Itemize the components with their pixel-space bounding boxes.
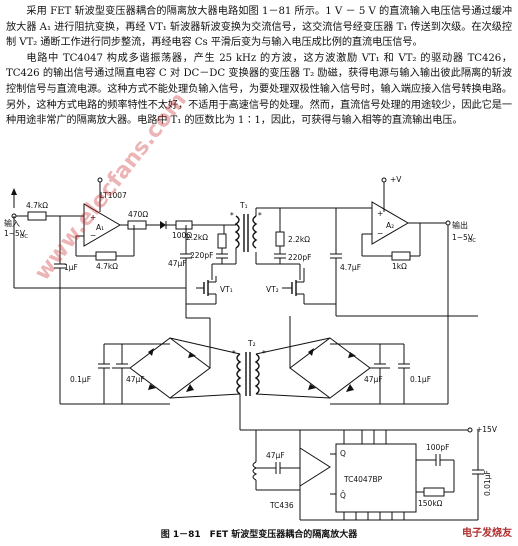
vcc-label: +15V	[476, 425, 498, 434]
circuit-schematic: 输入 1~5V DC 4.7kΩ 1μF + − A₁ LT1007 4.7kΩ…	[4, 175, 498, 521]
opamp-a1-label: A₁	[96, 223, 104, 232]
resistor-r-fb	[95, 251, 117, 261]
c-220p-right-label: 220pF	[288, 253, 311, 262]
input-range-sub: DC	[20, 234, 28, 240]
r-470-label: 470Ω	[128, 210, 148, 219]
opamp-a2	[371, 201, 409, 245]
t1-secondary	[252, 215, 258, 249]
c-47u-br-label: 47μF	[364, 375, 383, 384]
paragraph-1: 采用 FET 斩波型变压器耦合的隔离放大器电路如图 1－81 所示。1 V － …	[6, 6, 512, 49]
c-220p-left-label: 220pF	[190, 251, 213, 260]
opamp-a1	[83, 203, 121, 247]
svg-text:*: *	[230, 211, 234, 220]
r-2k2-left-label: 2.2kΩ	[186, 233, 208, 242]
r-in-label: 4.7kΩ	[26, 201, 48, 210]
resistor-2k2-right	[275, 231, 285, 247]
input-label: 输入	[4, 218, 20, 228]
c-001u-label: 0.01μF	[483, 470, 492, 496]
resistor-100	[175, 220, 193, 230]
bridge-left	[129, 337, 211, 399]
resistor-1k	[391, 251, 411, 261]
output-range-sub: DC	[468, 238, 476, 244]
c-47u-left-label: 47μF	[168, 259, 187, 268]
c-01u-right-label: 0.1μF	[410, 375, 431, 384]
vt2-label: VT₂	[266, 285, 279, 294]
pin-qbar-label: Q̄	[340, 491, 346, 500]
r-1k-label: 1kΩ	[392, 262, 407, 271]
c-47u-osc-label: 47μF	[266, 451, 285, 460]
output-terminal	[445, 220, 451, 226]
vplus-label: +V	[390, 175, 402, 184]
opamp-a1-part: LT1007	[100, 191, 127, 200]
c-47u-out-label: 4.7μF	[340, 263, 361, 272]
r-150k-label: 150kΩ	[418, 499, 443, 508]
site-logo: 电子发烧友	[462, 528, 512, 539]
t1-primary	[234, 215, 240, 249]
input-range: 1~5V	[4, 229, 26, 238]
resistor-r-in	[27, 211, 47, 221]
figure-caption: 图 1－81 FET 斩波型变压器耦合的隔离放大器	[160, 530, 358, 540]
r-100-label: 100Ω	[172, 231, 192, 240]
c-100p-label: 100pF	[426, 443, 449, 452]
r-fb-label: 4.7kΩ	[96, 262, 118, 271]
vt1-label: VT₁	[220, 285, 233, 294]
c-01u-left-label: 0.1μF	[70, 375, 91, 384]
c-in-label: 1μF	[64, 263, 78, 272]
article-text: 采用 FET 斩波型变压器耦合的隔离放大器电路如图 1－81 所示。1 V － …	[6, 4, 512, 129]
output-range: 1~5V	[452, 233, 474, 242]
opamp-a2-label: A₂	[386, 221, 394, 230]
svg-text:+: +	[377, 209, 383, 218]
bridge-right	[289, 337, 371, 399]
resistor-470	[127, 220, 147, 230]
svg-text:*: *	[258, 211, 262, 220]
paragraph-2: 电路中 TC4047 构成多谐振荡器，产生 25 kHz 的方波，这方波激励 V…	[6, 52, 512, 127]
r-2k2-right-label: 2.2kΩ	[288, 235, 310, 244]
c-47u-bl-label: 47μF	[126, 375, 145, 384]
tc4047-chip	[335, 443, 417, 513]
tc4047-label: TC4047BP	[343, 475, 383, 484]
svg-text:+: +	[90, 213, 96, 222]
svg-text:*: *	[232, 349, 236, 358]
t2-secondary	[254, 353, 260, 395]
tc436-driver	[299, 447, 331, 487]
t2-label: T₂	[247, 339, 256, 348]
resistor-150k	[423, 487, 445, 497]
svg-text:*: *	[262, 349, 266, 358]
t2-primary	[236, 353, 242, 395]
tc436-label: TC436	[269, 501, 294, 510]
pin-q-label: Q	[340, 449, 346, 458]
resistor-2k2-left	[217, 233, 227, 249]
svg-text:−: −	[377, 229, 383, 238]
output-label: 输出	[452, 220, 468, 230]
t1-label: T₁	[239, 201, 248, 210]
svg-text:−: −	[90, 231, 96, 240]
